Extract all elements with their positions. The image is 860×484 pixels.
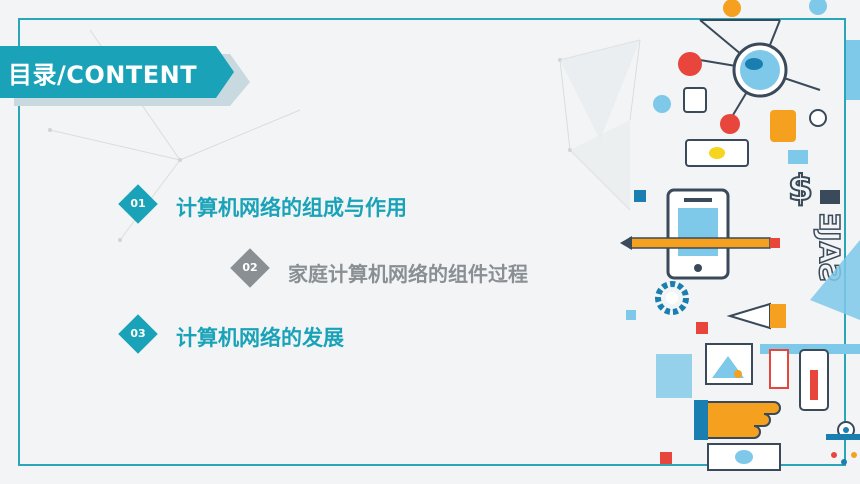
toc-item-2[interactable]: 02 家庭计算机网络的组件过程 — [230, 248, 610, 292]
network-hub-icon — [653, 0, 860, 142]
toc-item-1[interactable]: 01 计算机网络的组成与作用 — [118, 184, 478, 228]
svg-text:$: $ — [788, 168, 813, 209]
title-banner — [0, 46, 250, 106]
toc-number-3: 03 — [130, 327, 146, 340]
toc-label-3: 计算机网络的发展 — [176, 326, 344, 350]
toc-item-3[interactable]: 03 计算机网络的发展 — [118, 314, 478, 358]
slide-frame — [18, 18, 846, 466]
toc-label-1: 计算机网络的组成与作用 — [176, 196, 407, 220]
tech-illustration: $ ƎJAƧ — [620, 0, 860, 471]
toc-number-1: 01 — [130, 197, 146, 210]
toc-label-2: 家庭计算机网络的组件过程 — [288, 262, 528, 286]
page-title: 目录/CONTENT — [8, 61, 198, 89]
toc-number-2: 02 — [242, 261, 258, 274]
